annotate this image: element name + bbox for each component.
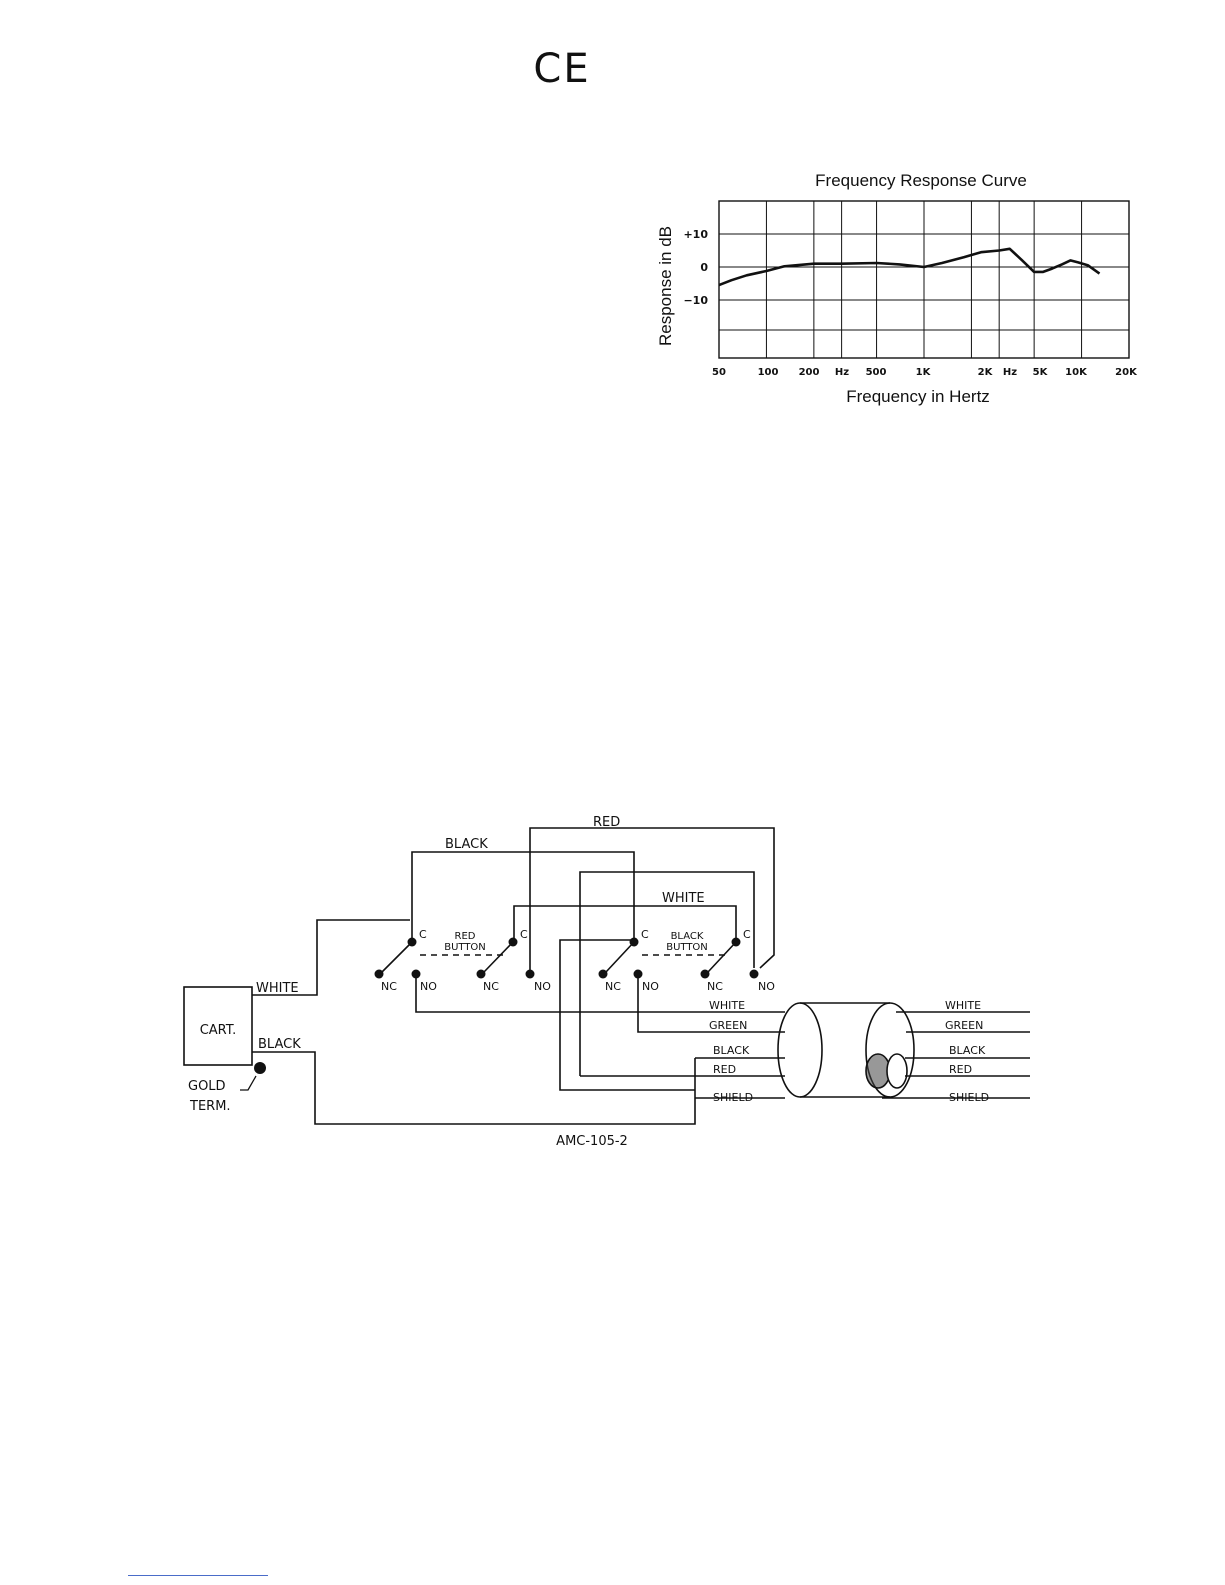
x-axis-label: Frequency in Hertz (846, 387, 990, 406)
contact-label-c: C (520, 928, 528, 941)
cable-label-left: SHIELD (713, 1091, 753, 1104)
contact-dot (750, 970, 759, 979)
y-tick-label: −10 (683, 294, 708, 307)
cable-label-right: SHIELD (949, 1091, 989, 1104)
x-tick-label: Hz (1003, 367, 1017, 378)
cable-label-left: BLACK (713, 1044, 750, 1057)
cable-left-labels: WHITE GREEN BLACK RED SHIELD (709, 999, 753, 1104)
cable-label-right: WHITE (945, 999, 981, 1012)
y-tick-labels: +10 0 −10 (683, 228, 708, 307)
cable-label-left: WHITE (709, 999, 745, 1012)
gold-terminal-leader (240, 1076, 256, 1090)
wire-label-white-mid: WHITE (662, 891, 705, 906)
contact-label-nc: NC (605, 980, 621, 993)
wire-red-top (530, 828, 774, 970)
cable-inner-conductor (887, 1054, 907, 1088)
cable-left-end (778, 1003, 822, 1097)
x-tick-label: 10K (1065, 367, 1088, 378)
black-button-label-1: BLACK (671, 931, 704, 942)
contact-label-no: NO (534, 980, 551, 993)
y-tick-label: +10 (683, 228, 708, 241)
chart-title: Frequency Response Curve (815, 171, 1027, 190)
red-button-label-1: RED (455, 931, 476, 942)
vertical-gridlines (766, 201, 1081, 358)
contact-label-c: C (641, 928, 649, 941)
gold-terminal-dot (254, 1062, 266, 1074)
wire-black-cart (252, 1052, 695, 1124)
contact-label-no: NO (642, 980, 659, 993)
cable-label-right: BLACK (949, 1044, 986, 1057)
gold-term-label-2: TERM. (189, 1099, 231, 1114)
wire-label-red-top: RED (593, 815, 620, 830)
wire-label-black-top: BLACK (445, 837, 488, 852)
cable-right-labels: WHITE GREEN BLACK RED SHIELD (945, 999, 989, 1104)
contact-label-nc: NC (707, 980, 723, 993)
contact-label-c: C (419, 928, 427, 941)
x-tick-label: 5K (1033, 367, 1049, 378)
contact-label-no: NO (420, 980, 437, 993)
contact-label-nc: NC (381, 980, 397, 993)
y-tick-label: 0 (700, 261, 708, 274)
y-axis-label: Response in dB (656, 226, 675, 346)
frequency-response-chart: Frequency Response Curve +10 0 −10 50 100 20… (656, 171, 1138, 406)
cable-label-left: GREEN (709, 1019, 747, 1032)
wiring-diagram: CART. WHITE BLACK GOLD TERM. BLACK RED W… (184, 815, 1030, 1149)
x-tick-labels: 50 100 200 Hz 500 1K 2K Hz 5K 10K 20K (712, 367, 1138, 378)
cartridge-label: CART. (200, 1023, 237, 1038)
x-tick-label: 100 (758, 367, 779, 378)
red-button-label-2: BUTTON (444, 942, 486, 953)
model-number: AMC-105-2 (556, 1134, 628, 1149)
switch-blade (484, 942, 513, 972)
black-button-label-2: BUTTON (666, 942, 708, 953)
cable-label-left: RED (713, 1063, 736, 1076)
wire-black-top (412, 852, 634, 940)
cable-label-right: GREEN (945, 1019, 983, 1032)
contact-label-nc: NC (483, 980, 499, 993)
x-tick-label: 500 (866, 367, 887, 378)
wire-label-white-cart: WHITE (256, 981, 299, 996)
x-tick-label: Hz (835, 367, 849, 378)
contact-label-c: C (743, 928, 751, 941)
x-tick-label: 50 (712, 367, 726, 378)
cable-label-right: RED (949, 1063, 972, 1076)
switch-contacts: C NC NO C NC NO C NC NO C NC NO (375, 928, 776, 993)
x-tick-label: 200 (799, 367, 820, 378)
wire-label-black-cart: BLACK (258, 1037, 301, 1052)
x-tick-label: 20K (1115, 367, 1138, 378)
switch-blade (708, 942, 736, 972)
x-tick-label: 2K (978, 367, 994, 378)
ce-mark: CE (533, 46, 590, 92)
switch-blade (606, 942, 634, 972)
x-tick-label: 1K (916, 367, 932, 378)
contact-dot (526, 970, 535, 979)
gold-term-label-1: GOLD (188, 1079, 226, 1094)
switch-blade (382, 942, 412, 972)
contact-label-no: NO (758, 980, 775, 993)
footer-rule (128, 1575, 268, 1576)
